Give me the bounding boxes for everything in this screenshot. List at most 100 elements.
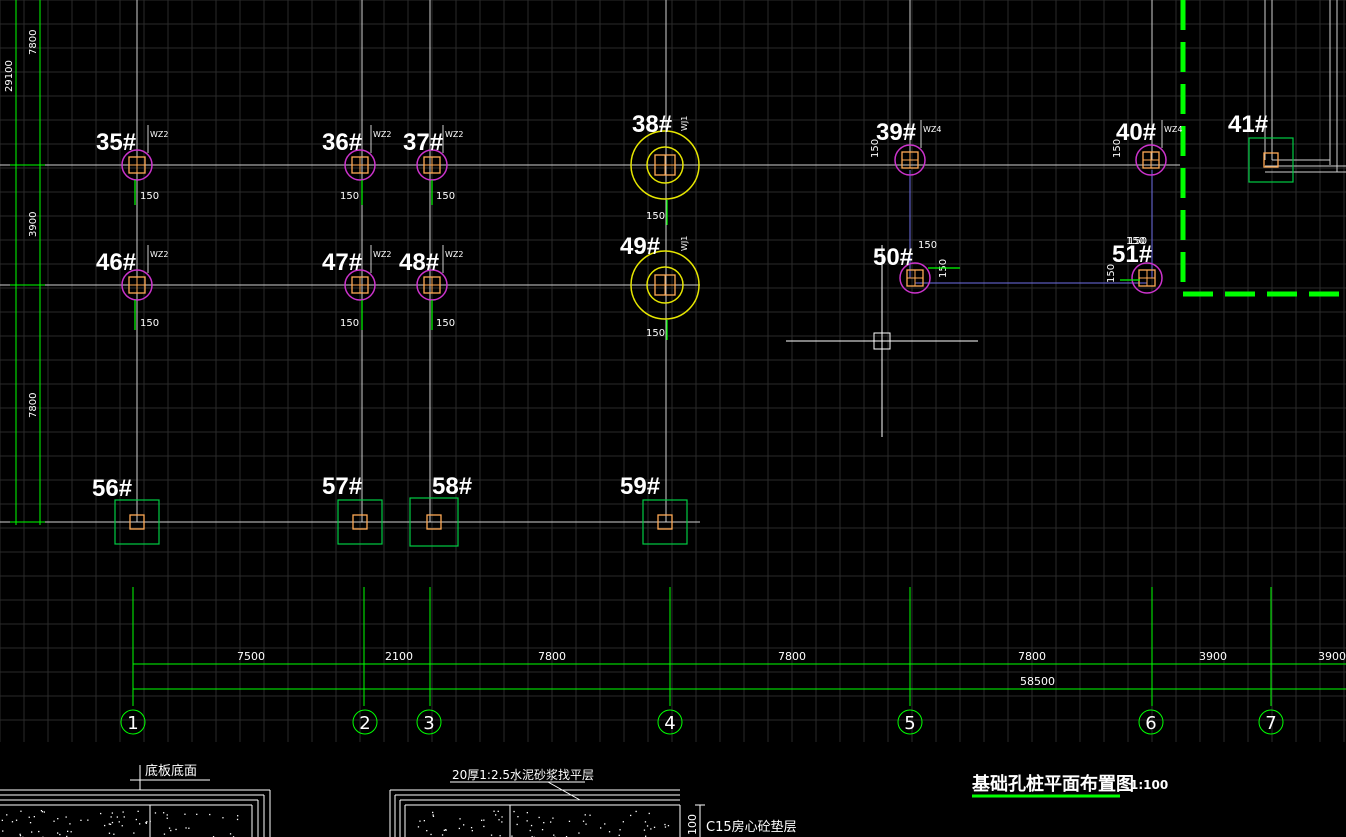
pile-tag: WZ2 — [150, 130, 168, 139]
offset-marker: 150 — [918, 240, 937, 251]
offset-value: 150 — [140, 191, 159, 202]
bottom-dim-5: 7800 — [1018, 650, 1046, 663]
bottom-dim-total: 58500 — [1020, 675, 1055, 688]
offset-value: 150 — [340, 191, 359, 202]
pile-39[interactable]: 39#WZ4 — [876, 119, 941, 176]
offset-marker: 150 — [1112, 139, 1123, 158]
axis-bubble-2[interactable]: 2 — [352, 709, 378, 735]
offset-marker: 150 — [870, 139, 881, 158]
pile-label: 49# — [620, 233, 660, 260]
offset-value: 150 — [646, 211, 665, 222]
pile-41[interactable]: 41# — [1228, 111, 1294, 183]
pile-label: 35# — [96, 129, 136, 156]
pile-49[interactable]: 49# WJ1 — [620, 233, 700, 320]
pile-56[interactable]: 56# — [92, 475, 160, 545]
pile-tag: WJ1 — [680, 236, 689, 251]
offset-marker: 150 — [646, 200, 668, 225]
pile-57[interactable]: 57# — [322, 473, 383, 545]
offset-value: 150 — [1126, 236, 1145, 247]
cushion-thickness-label: 100 — [686, 814, 699, 835]
pile-59[interactable]: 59# — [620, 473, 688, 545]
axis-bubbles: 1 2 3 4 5 6 7 — [120, 709, 1284, 735]
svg-text:2: 2 — [359, 713, 370, 734]
pile-tag: WZ2 — [150, 250, 168, 259]
pile-tag: WZ4 — [1164, 125, 1182, 134]
pile-36[interactable]: 36# WZ2 — [322, 125, 391, 181]
pile-label: 50# — [873, 244, 913, 271]
offset-value: 150 — [918, 240, 937, 251]
pile-37[interactable]: 37#WZ2 — [403, 125, 463, 181]
pile-38[interactable]: 38# WJ1 — [630, 111, 700, 200]
offset-value: 150 — [140, 318, 159, 329]
cushion-layer-label: C15房心砼垫层 — [706, 819, 797, 835]
offset-marker: 150 — [1126, 236, 1145, 247]
offset-marker: 150 — [134, 180, 159, 205]
left-dim-29100: 29100 — [4, 60, 15, 92]
bottom-dim-1: 7500 — [237, 650, 265, 663]
bottom-dimension-texts: 7500 2100 7800 7800 7800 3900 3900 58500 — [237, 650, 1346, 688]
pile-tag: WZ2 — [373, 250, 391, 259]
svg-text:1: 1 — [127, 713, 138, 734]
svg-text:5: 5 — [904, 713, 915, 734]
pile-label: 56# — [92, 475, 132, 502]
svg-text:4: 4 — [664, 713, 675, 734]
left-dim-7800-top: 7800 — [28, 30, 39, 55]
pile-47[interactable]: 47#WZ2 — [322, 245, 391, 301]
axis-bubble-3[interactable]: 3 — [416, 709, 442, 735]
detail-section-middle — [389, 781, 705, 837]
extra-offset-value: 150 — [1106, 264, 1117, 283]
pile-50[interactable]: 50# — [873, 244, 931, 294]
offset-value: 150 — [436, 318, 455, 329]
pile-label: 38# — [632, 111, 672, 138]
axis-bubble-4[interactable]: 4 — [657, 709, 683, 735]
offset-marker: 150 — [646, 320, 668, 340]
svg-text:7: 7 — [1265, 713, 1276, 734]
bottom-dim-2: 2100 — [385, 650, 413, 663]
pile-label: 46# — [96, 249, 136, 276]
pile-tag: WZ2 — [445, 130, 463, 139]
bottom-dim-6: 3900 — [1199, 650, 1227, 663]
pile-46[interactable]: 46# WZ2 — [96, 245, 168, 301]
offset-value: 150 — [646, 328, 665, 339]
pile-label: 59# — [620, 473, 660, 500]
pile-51[interactable]: 51# — [1112, 241, 1163, 294]
pile-label: 36# — [322, 129, 362, 156]
background-grid — [0, 0, 1346, 742]
offset-marker: 150 — [431, 180, 455, 205]
offset-marker: 150 — [134, 300, 159, 330]
site-boundary — [1180, 0, 1346, 297]
bottom-dim-7: 3900 — [1318, 650, 1346, 663]
pile-label: 37# — [403, 129, 443, 156]
axis-bubble-5[interactable]: 5 — [897, 709, 923, 735]
axis-bubble-1[interactable]: 1 — [120, 709, 146, 735]
offset-value: 150 — [1112, 139, 1123, 158]
bottom-dim-4: 7800 — [778, 650, 806, 663]
plan-title: 基础孔桩平面布置图 — [971, 773, 1134, 795]
pile-tag: WJ1 — [680, 116, 689, 131]
offset-value: 150 — [870, 139, 881, 158]
left-dim-7800-bottom: 7800 — [28, 393, 39, 418]
svg-text:3: 3 — [423, 713, 434, 734]
bottom-dim-3: 7800 — [538, 650, 566, 663]
mortar-layer-label: 20厚1:2.5水泥砂浆找平层 — [452, 767, 594, 782]
axis-bubble-6[interactable]: 6 — [1138, 709, 1164, 735]
purple-beam-lines — [909, 170, 1153, 284]
offset-marker: 150 — [431, 300, 455, 330]
floor-bottom-label: 底板底面 — [145, 763, 197, 779]
crosshair-cursor-icon[interactable] — [786, 245, 978, 437]
offset-value: 150 — [436, 191, 455, 202]
pile-35[interactable]: 35# WZ2 — [96, 125, 168, 181]
axis-lines — [0, 0, 1180, 523]
pile-label: 40# — [1116, 119, 1156, 146]
pile-tag: WZ2 — [373, 130, 391, 139]
pile-label: 41# — [1228, 111, 1268, 138]
axis-bubble-7[interactable]: 7 — [1258, 709, 1284, 735]
offset-marker: 150 — [340, 180, 363, 205]
offset-value: 150 — [340, 318, 359, 329]
pile-58[interactable]: 58# — [409, 473, 472, 547]
pile-tag: WZ2 — [445, 250, 463, 259]
pile-40[interactable]: 40# WZ4 — [1116, 119, 1182, 176]
pile-48[interactable]: 48#WZ2 — [399, 245, 463, 301]
